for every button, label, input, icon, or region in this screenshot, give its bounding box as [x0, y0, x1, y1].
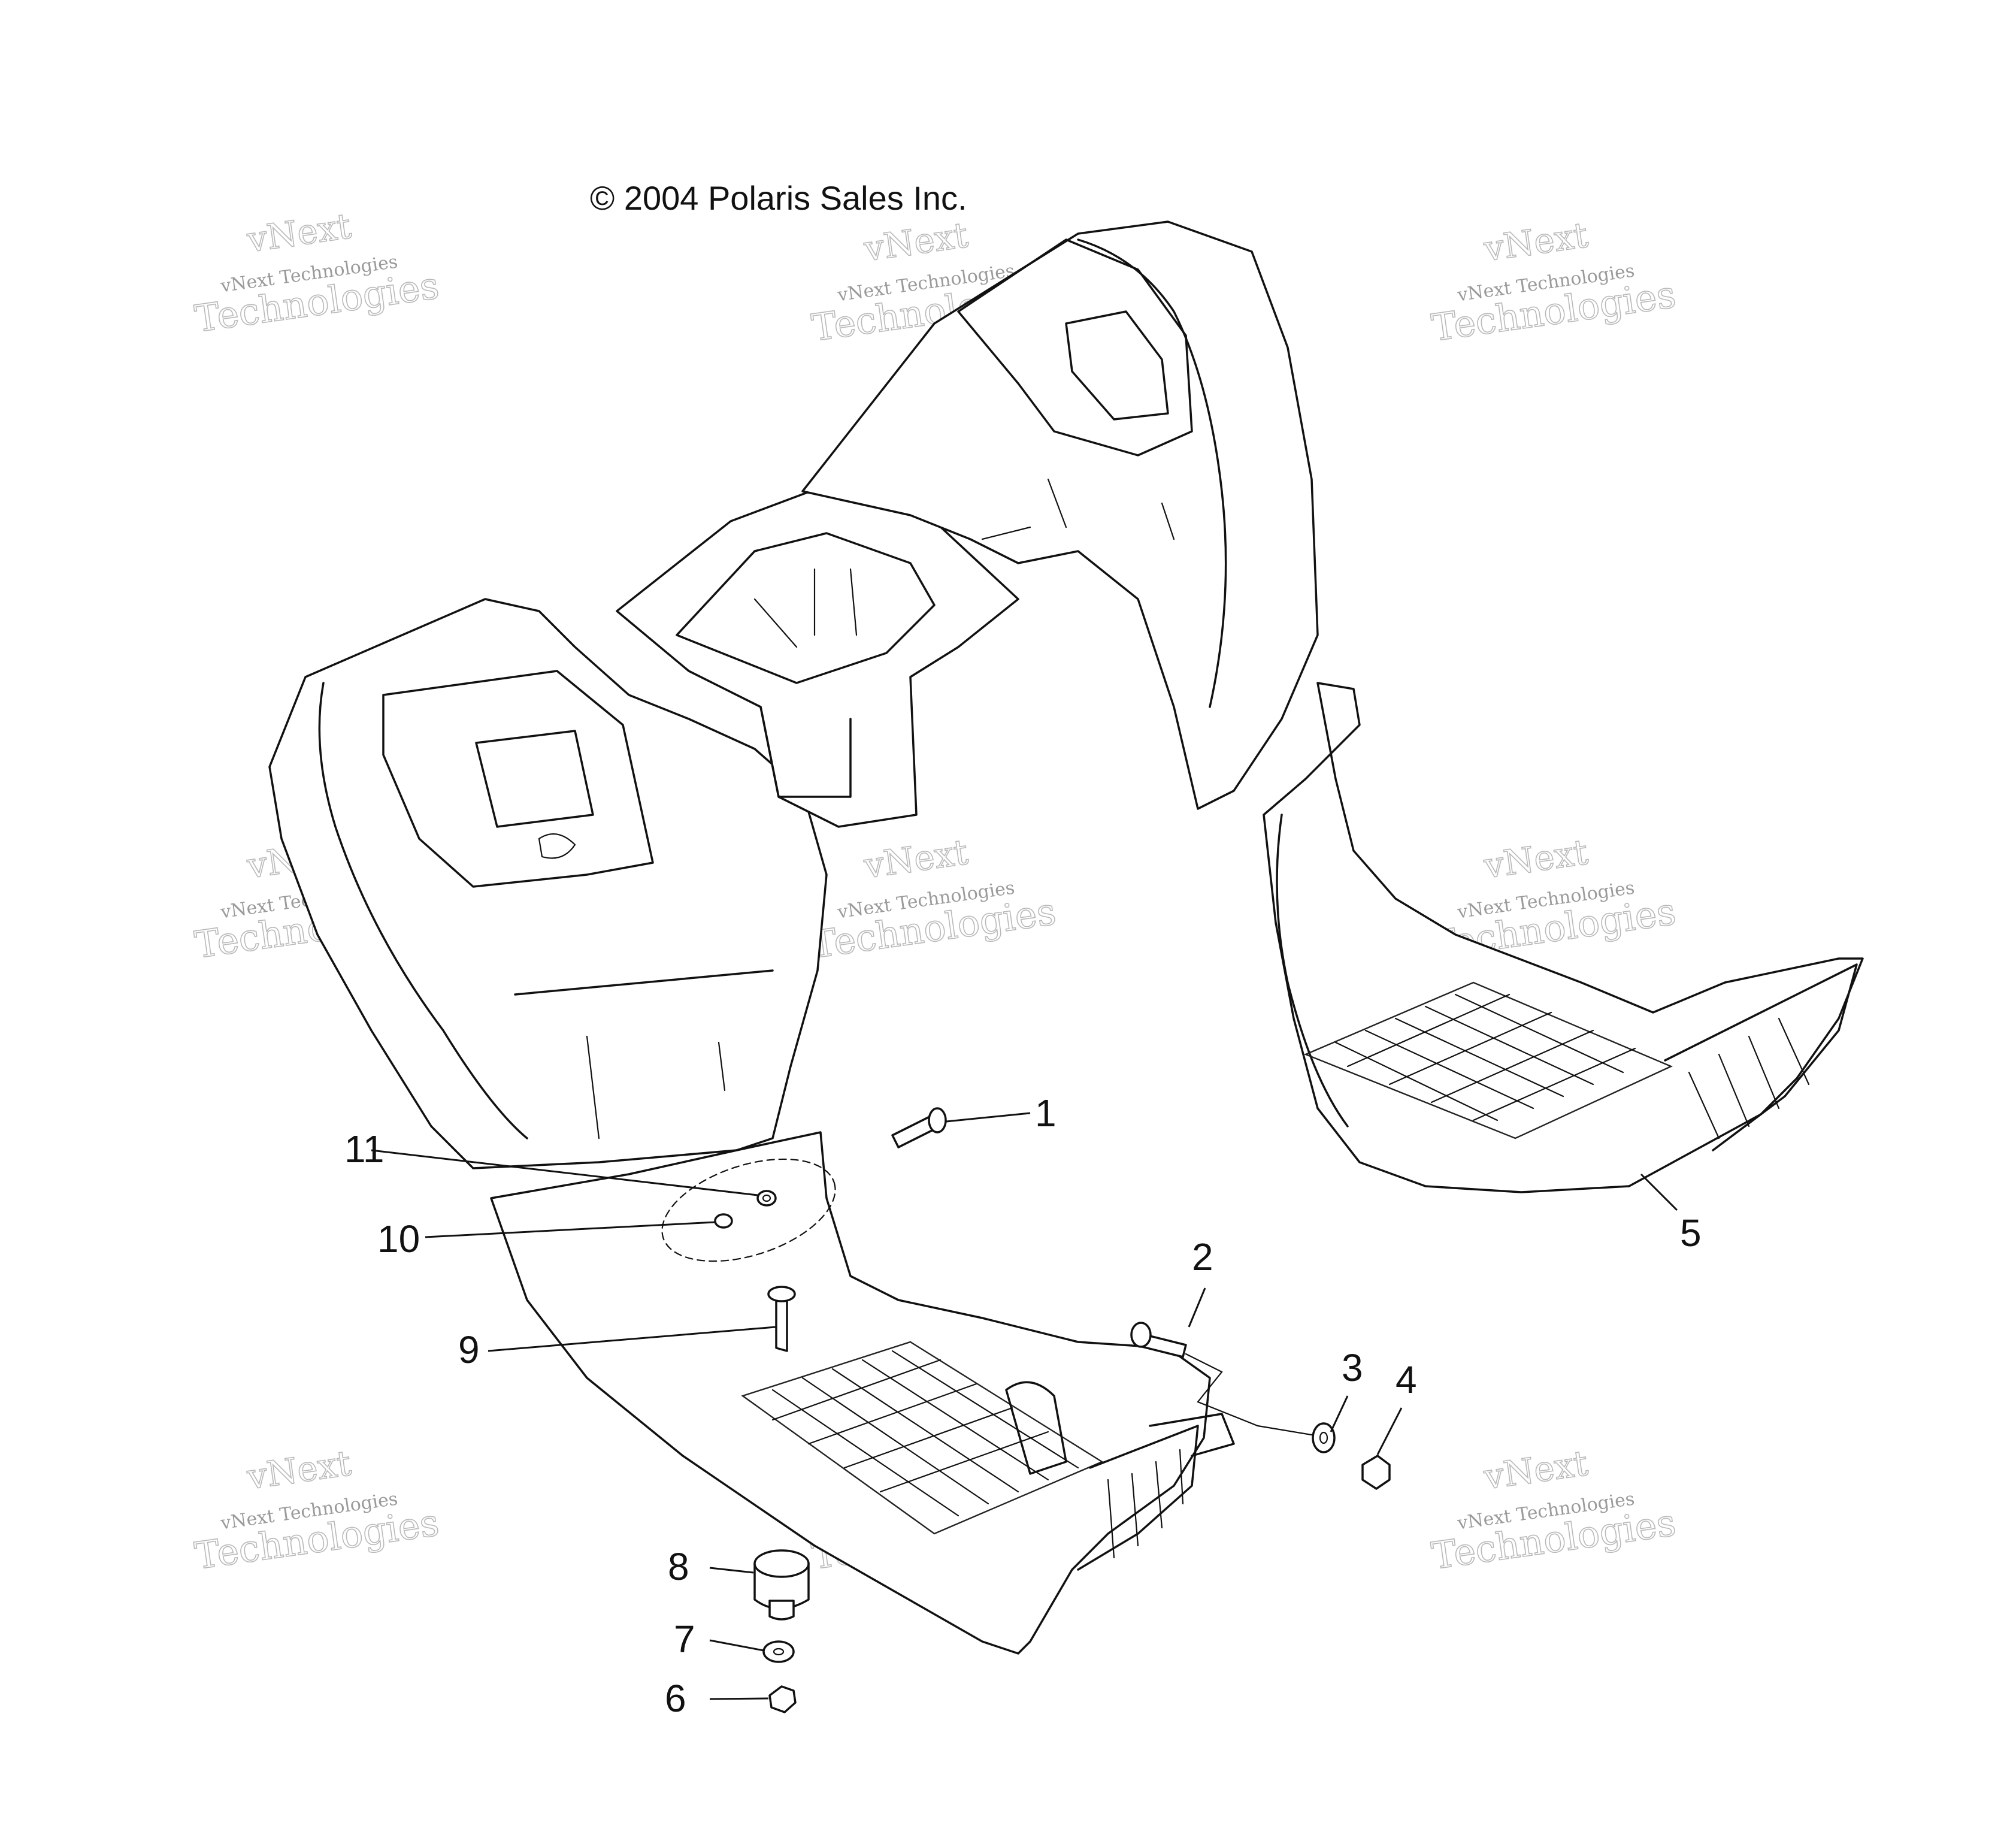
copyright-text: © 2004 Polaris Sales Inc.	[590, 179, 967, 217]
left-footwell	[490, 1131, 1235, 1655]
watermark-top-left: vNext vNext Technologies Technologies	[192, 205, 442, 341]
leader-4	[1376, 1407, 1403, 1455]
hardware	[714, 1107, 1391, 1713]
right-footwell-grip-area	[1303, 981, 1673, 1139]
watermark-brand: vNext	[244, 1443, 354, 1498]
right-footwell-shell	[1263, 682, 1864, 1193]
screw-1	[891, 1107, 947, 1148]
callout-10: 10	[377, 1217, 420, 1260]
leader-11	[371, 1149, 758, 1196]
right-fender-inner	[957, 238, 1193, 457]
leader-3	[1330, 1395, 1349, 1432]
watermark-brand: vNext	[1481, 832, 1591, 887]
left-fender-inner	[382, 670, 654, 888]
storage-box-opening	[676, 532, 936, 684]
leader-8	[709, 1567, 754, 1574]
nut-4	[1361, 1455, 1391, 1490]
callout-3: 3	[1342, 1346, 1363, 1389]
watermark-bottom-right: vNext vNext Technologies Technologies	[1428, 1442, 1679, 1579]
storage-box-ribs	[753, 568, 858, 648]
leader-1	[946, 1112, 1031, 1123]
left-fender-hole	[538, 833, 576, 859]
left-footwell-mount-tab	[1149, 1413, 1235, 1457]
watermark-top-right: vNext vNext Technologies Technologies	[1428, 214, 1679, 350]
left-fender-shell	[268, 598, 828, 1169]
left-footwell-heel-pocket	[1005, 1381, 1067, 1475]
callout-8: 8	[668, 1545, 689, 1588]
leader-9	[488, 1326, 776, 1352]
watermark-brand: vNext	[861, 214, 971, 270]
left-fender-creases	[586, 1035, 726, 1139]
leader-5	[1640, 1173, 1678, 1211]
right-footwell-side-curve	[1276, 814, 1349, 1127]
left-footwell-grommet-area	[661, 1158, 836, 1262]
bolt-2-assembly-line	[1185, 1353, 1313, 1436]
pin-9	[767, 1286, 796, 1352]
callout-labels: 1 2 3 4 5 6 7 8 9 10 11	[344, 1092, 1702, 1720]
leader-6	[709, 1697, 769, 1700]
callout-4: 4	[1396, 1358, 1417, 1401]
left-fender-window	[475, 730, 594, 828]
right-fender-curve	[1077, 238, 1227, 708]
callout-2: 2	[1192, 1235, 1213, 1278]
leader-lines	[371, 1112, 1678, 1700]
watermark-brand: vNext	[244, 205, 354, 261]
right-footwell-toe-ribs	[1688, 1017, 1810, 1139]
nut-6	[768, 1685, 797, 1713]
left-footwell-grip-cols	[771, 1359, 1049, 1493]
left-footwell-grip-area	[741, 1341, 1104, 1535]
left-footwell-shell	[490, 1131, 1211, 1655]
bushing-8	[753, 1549, 810, 1621]
watermark-brand: vNext	[861, 832, 971, 887]
grommet-11	[756, 1190, 777, 1207]
right-footwell-toe-lip	[1664, 963, 1858, 1151]
storage-box-front	[759, 706, 852, 798]
callout-9: 9	[458, 1328, 480, 1371]
left-footwell-grip-rows	[771, 1350, 1079, 1517]
callout-1: 1	[1035, 1092, 1057, 1135]
leader-7	[709, 1639, 764, 1652]
left-fender-curve	[318, 682, 528, 1139]
right-footwell-grip-cols	[1346, 993, 1636, 1121]
left-footwell-toe-ribs	[1107, 1449, 1184, 1559]
leader-10	[425, 1221, 716, 1238]
right-fender-window	[1065, 310, 1169, 421]
callout-11: 11	[344, 1127, 384, 1171]
callout-5: 5	[1680, 1211, 1702, 1254]
washer-3	[1312, 1422, 1336, 1453]
grommet-10	[714, 1213, 733, 1229]
leader-2	[1188, 1287, 1206, 1328]
left-fender-lower-edge	[514, 969, 774, 996]
front-cab-body	[268, 220, 1319, 1169]
watermark-bottom-left: vNext vNext Technologies Technologies	[192, 1442, 442, 1579]
left-footwell-toe-lip	[1077, 1425, 1199, 1571]
washer-7	[762, 1640, 795, 1663]
right-footwell	[1263, 682, 1864, 1193]
right-fender-creases	[981, 478, 1175, 540]
watermark-brand: vNext	[1481, 1443, 1591, 1498]
callout-7: 7	[674, 1618, 695, 1661]
watermark-brand: vNext	[1481, 214, 1591, 270]
right-footwell-grip-rows	[1334, 993, 1624, 1121]
callout-6: 6	[665, 1677, 686, 1720]
bolt-2	[1130, 1322, 1187, 1358]
watermark-mid-center: vNext vNext Technologies Technologies	[809, 831, 1059, 968]
